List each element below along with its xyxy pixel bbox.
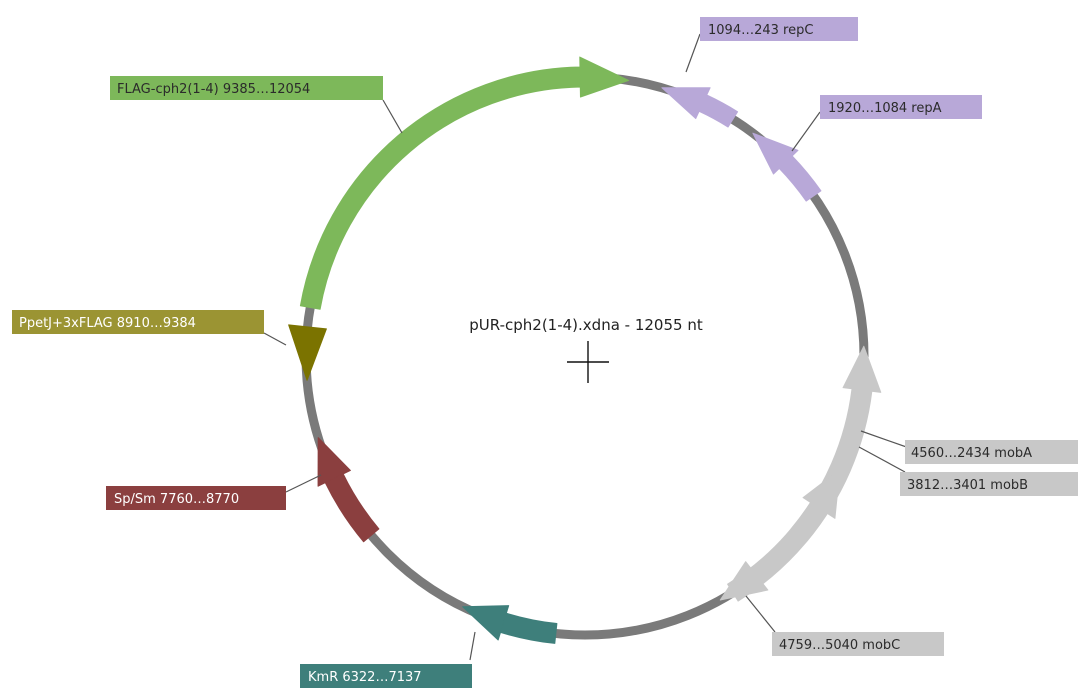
center-crosshair bbox=[567, 341, 609, 383]
label-text: 4560…2434 mobA bbox=[911, 446, 1032, 461]
feature-arrow-repC[interactable] bbox=[661, 87, 739, 128]
label-text: KmR 6322…7137 bbox=[308, 670, 422, 685]
leader-lines bbox=[263, 33, 916, 661]
label-ppetj[interactable]: PpetJ+3xFLAG 8910…9384 bbox=[12, 310, 264, 334]
label-text: FLAG-cph2(1-4) 9385…12054 bbox=[117, 82, 310, 97]
feature-arrow-ppetj[interactable] bbox=[288, 324, 327, 381]
label-kmR[interactable]: KmR 6322…7137 bbox=[300, 664, 472, 688]
feature-arrows bbox=[288, 56, 882, 644]
label-mobA[interactable]: 4560…2434 mobA bbox=[905, 440, 1078, 464]
feature-arrow-spsm[interactable] bbox=[317, 437, 380, 543]
label-text: 3812…3401 mobB bbox=[907, 478, 1028, 493]
plasmid-title: pUR-cph2(1-4).xdna - 12055 nt bbox=[469, 316, 703, 334]
label-spsm[interactable]: Sp/Sm 7760…8770 bbox=[106, 486, 286, 510]
label-repC[interactable]: 1094…243 repC bbox=[700, 17, 858, 41]
label-text: 1094…243 repC bbox=[708, 23, 813, 38]
label-text: 4759…5040 mobC bbox=[779, 638, 900, 653]
label-mobC[interactable]: 4759…5040 mobC bbox=[772, 632, 944, 656]
label-repA[interactable]: 1920…1084 repA bbox=[820, 95, 982, 119]
feature-arrow-kmR[interactable] bbox=[462, 605, 558, 644]
label-mobB[interactable]: 3812…3401 mobB bbox=[900, 472, 1078, 496]
label-text: Sp/Sm 7760…8770 bbox=[114, 492, 239, 507]
label-text: 1920…1084 repA bbox=[828, 101, 942, 116]
label-text: PpetJ+3xFLAG 8910…9384 bbox=[19, 316, 196, 331]
feature-arrow-repA[interactable] bbox=[752, 132, 822, 202]
feature-arrow-mobC[interactable] bbox=[719, 561, 769, 601]
label-flag-cph2[interactable]: FLAG-cph2(1-4) 9385…12054 bbox=[110, 76, 383, 100]
feature-arrow-flag-cph2[interactable] bbox=[299, 56, 630, 310]
